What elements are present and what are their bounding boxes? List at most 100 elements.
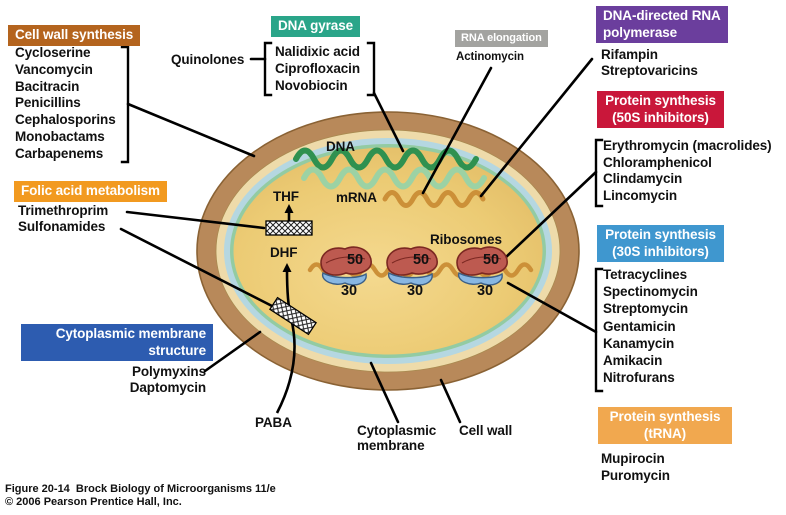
drug-item: Sulfonamides (18, 219, 106, 234)
drug-item: Gentamicin (603, 318, 676, 334)
line-polymyxins (203, 330, 262, 373)
header-line: Protein synthesis (605, 93, 716, 108)
header-line: DNA-directed RNA (603, 8, 721, 23)
dhf-label: DHF (270, 245, 298, 260)
dna-label: DNA (326, 139, 355, 154)
line-cell-wall-synthesis (126, 102, 256, 158)
line-30s-inhibitors (506, 281, 598, 334)
group-header-protein-synthesis-30s: Protein synthesis (30S inhibitors) (597, 225, 724, 262)
drug-item: Carbapenems (15, 145, 104, 161)
drug-list-cytoplasmic-membrane: Polymyxins Daptomycin (10, 364, 206, 396)
label-line: Cytoplasmic (357, 423, 437, 438)
line-actinomycin (421, 66, 493, 195)
drug-item: Cephalosporins (15, 112, 116, 128)
label-line: membrane (357, 438, 425, 453)
drug-item: Erythromycin (macrolides) (603, 138, 772, 153)
group-header-cell-wall-synthesis: Cell wall synthesis (8, 25, 141, 46)
enzyme-block-icon (265, 220, 313, 236)
drug-item: Amikacin (603, 353, 663, 369)
line-cell-wall-label (439, 378, 462, 424)
cytoplasmic-membrane-label: Cytoplasmic membrane (357, 423, 436, 453)
header-line: Protein synthesis (605, 227, 716, 242)
drug-item: Clindamycin (603, 171, 683, 186)
drug-item: Vancomycin (15, 61, 93, 77)
drug-item-actinomycin: Actinomycin (456, 51, 524, 63)
drug-item: Bacitracin (15, 78, 80, 94)
line-cytoplasmic-membrane (369, 361, 400, 424)
drug-item: Trimethroprim (18, 203, 109, 218)
header-line: polymerase (603, 24, 678, 40)
bracket-50s-list (594, 138, 604, 208)
dna-helix-light-strand-icon (301, 166, 487, 190)
bracket-30s-list (594, 267, 604, 393)
drug-item: Tetracyclines (603, 267, 687, 282)
group-header-folic-acid-metabolism: Folic acid metabolism (14, 181, 167, 202)
line-50s-inhibitors (503, 170, 598, 260)
drug-item: Mupirocin (601, 451, 665, 466)
line-rna-polymerase (479, 57, 594, 198)
drug-item: Spectinomycin (603, 284, 698, 300)
mrna-strand-icon (382, 190, 486, 208)
ribosome-50-label: 50 (413, 252, 429, 268)
drug-item: Monobactams (15, 128, 105, 144)
bracket-gyrase-left (263, 41, 273, 97)
cell-wall-label: Cell wall (459, 423, 513, 438)
drug-item: Kanamycin (603, 335, 675, 351)
drug-list-30s: Tetracyclines Spectinomycin Streptomycin… (603, 266, 698, 386)
figure-caption: Figure 20-14 Brock Biology of Microorgan… (5, 483, 276, 495)
drug-item: Streptovaricins (601, 63, 698, 78)
drug-item: Polymyxins (131, 364, 206, 379)
drug-list-dna-gyrase: Nalidixic acid Ciprofloxacin Novobiocin (275, 43, 360, 94)
line-sulfonamides (119, 227, 276, 309)
group-header-dna-gyrase: DNA gyrase (271, 16, 361, 37)
drug-list-50s: Erythromycin (macrolides) Chloramphenico… (603, 138, 772, 204)
mrna-label: mRNA (336, 190, 377, 205)
drug-item: Puromycin (601, 467, 670, 483)
header-line: Protein synthesis (609, 409, 721, 424)
drug-list-trna: Mupirocin Puromycin (601, 451, 670, 484)
paba-arrowhead-icon (282, 263, 292, 272)
ribosomes-label: Ribosomes (430, 232, 502, 247)
drug-item: Ciprofloxacin (275, 61, 360, 76)
drug-item: Penicillins (15, 95, 81, 111)
header-line: structure (148, 342, 206, 358)
line-trimethoprim (125, 210, 266, 230)
header-line: (tRNA) (643, 425, 687, 441)
quinolones-label: Quinolones (171, 52, 245, 67)
drug-item: Rifampin (601, 47, 658, 62)
header-line: (50S inhibitors) (612, 109, 709, 125)
ribosome-50-label: 50 (483, 252, 499, 268)
bracket-gyrase-right (366, 41, 376, 97)
header-line: (30S inhibitors) (612, 243, 709, 259)
drug-item: Cycloserine (15, 45, 91, 60)
ribosome-50-label: 50 (347, 252, 363, 268)
group-header-dna-directed-rna-polymerase: DNA-directed RNA polymerase (596, 6, 728, 43)
header-line: Cytoplasmic membrane (55, 326, 206, 341)
group-header-protein-synthesis-50s: Protein synthesis (50S inhibitors) (597, 91, 724, 128)
group-header-protein-synthesis-trna: Protein synthesis (tRNA) (598, 407, 732, 444)
enzyme-block-icon (268, 296, 318, 336)
ribosome-30-label: 30 (407, 283, 423, 299)
thf-label: THF (273, 189, 299, 204)
drug-list-rna-polymerase: Rifampin Streptovaricins (601, 47, 698, 79)
ribosome-30-label: 30 (477, 283, 493, 299)
drug-item: Nalidixic acid (275, 44, 360, 59)
drug-list-folic-acid: Trimethroprim Sulfonamides (18, 203, 108, 235)
group-header-cytoplasmic-membrane-structure: Cytoplasmic membrane structure (21, 324, 213, 361)
dhf-thf-arrowhead-icon (284, 204, 294, 213)
drug-item: Daptomycin (129, 380, 206, 395)
drug-item: Nitrofurans (603, 370, 675, 386)
ribosome-30-label: 30 (341, 283, 357, 299)
cytoplasm (233, 147, 543, 355)
paba-label: PABA (255, 415, 292, 430)
line-dna-gyrase (372, 91, 405, 153)
drug-item: Novobiocin (275, 78, 348, 93)
bracket-cell-wall-list (120, 45, 130, 164)
drug-list-cell-wall: Cycloserine Vancomycin Bacitracin Penici… (15, 45, 116, 163)
group-header-rna-elongation: RNA elongation (455, 30, 548, 47)
copyright-caption: © 2006 Pearson Prentice Hall, Inc. (5, 496, 182, 508)
drug-item: Lincomycin (603, 187, 678, 203)
drug-item: Chloramphenicol (603, 154, 712, 170)
